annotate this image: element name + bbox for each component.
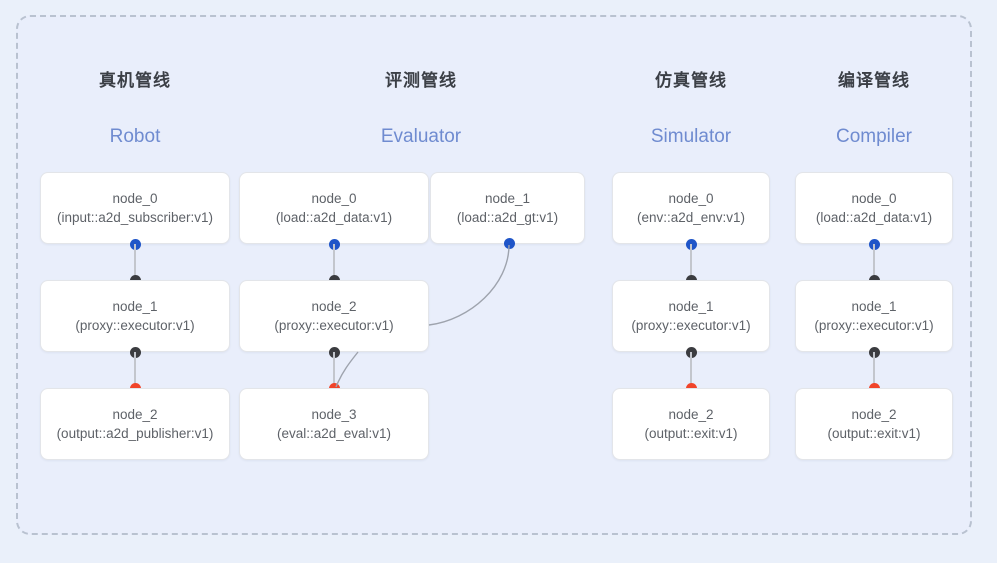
node-evaluator-3[interactable]: node_3 (eval::a2d_eval:v1) [239, 388, 429, 460]
column-title-simulator: 仿真管线 [655, 71, 727, 90]
node-type: (input::a2d_subscriber:v1) [56, 209, 214, 225]
column-title-robot: 真机管线 [99, 71, 171, 90]
column-title-compiler: 编译管线 [838, 71, 910, 90]
edge-robot-1-2 [134, 352, 136, 388]
node-type: (eval::a2d_eval:v1) [276, 425, 392, 441]
node-name: node_1 [851, 299, 897, 314]
edge-compiler-0-1 [873, 244, 875, 280]
node-simulator-0[interactable]: node_0 (env::a2d_env:v1) [612, 172, 770, 244]
node-name: node_0 [668, 191, 714, 206]
node-name: node_1 [112, 299, 158, 314]
node-name: node_2 [112, 407, 158, 422]
node-name: node_0 [112, 191, 158, 206]
edge-evaluator-2-3 [333, 352, 335, 388]
node-compiler-2[interactable]: node_2 (output::exit:v1) [795, 388, 953, 460]
node-type: (output::exit:v1) [827, 425, 921, 441]
node-evaluator-0[interactable]: node_0 (load::a2d_data:v1) [239, 172, 429, 244]
node-type: (load::a2d_gt:v1) [456, 209, 559, 225]
column-subtitle-evaluator: Evaluator [380, 126, 462, 147]
column-subtitle-simulator: Simulator [650, 126, 732, 147]
edge-simulator-0-1 [690, 244, 692, 280]
node-name: node_2 [851, 407, 897, 422]
node-evaluator-1[interactable]: node_1 (load::a2d_gt:v1) [430, 172, 585, 244]
node-type: (load::a2d_data:v1) [275, 209, 393, 225]
node-robot-1[interactable]: node_1 (proxy::executor:v1) [40, 280, 230, 352]
edge-compiler-1-2 [873, 352, 875, 388]
edge-robot-0-1 [134, 244, 136, 280]
node-type: (proxy::executor:v1) [814, 317, 934, 333]
node-name: node_2 [668, 407, 714, 422]
node-name: node_2 [311, 299, 357, 314]
node-compiler-0[interactable]: node_0 (load::a2d_data:v1) [795, 172, 953, 244]
node-name: node_3 [311, 407, 357, 422]
node-name: node_1 [668, 299, 714, 314]
node-name: node_1 [484, 191, 531, 206]
node-robot-2[interactable]: node_2 (output::a2d_publisher:v1) [40, 388, 230, 460]
node-simulator-2[interactable]: node_2 (output::exit:v1) [612, 388, 770, 460]
port-output-blue-evaluator-1[interactable] [503, 237, 515, 249]
node-compiler-1[interactable]: node_1 (proxy::executor:v1) [795, 280, 953, 352]
column-title-evaluator: 评测管线 [385, 71, 457, 90]
node-simulator-1[interactable]: node_1 (proxy::executor:v1) [612, 280, 770, 352]
node-type: (proxy::executor:v1) [75, 317, 195, 333]
node-name: node_0 [851, 191, 897, 206]
edge-evaluator-0-2 [333, 244, 335, 280]
node-name: node_0 [311, 191, 357, 206]
node-type: (load::a2d_data:v1) [815, 209, 933, 225]
node-type: (proxy::executor:v1) [274, 317, 394, 333]
column-subtitle-robot: Robot [109, 126, 161, 147]
node-type: (output::a2d_publisher:v1) [56, 425, 214, 441]
node-evaluator-2[interactable]: node_2 (proxy::executor:v1) [239, 280, 429, 352]
node-type: (proxy::executor:v1) [631, 317, 751, 333]
node-robot-0[interactable]: node_0 (input::a2d_subscriber:v1) [40, 172, 230, 244]
node-type: (env::a2d_env:v1) [636, 209, 746, 225]
edge-simulator-1-2 [690, 352, 692, 388]
column-subtitle-compiler: Compiler [835, 126, 913, 147]
node-type: (output::exit:v1) [644, 425, 738, 441]
